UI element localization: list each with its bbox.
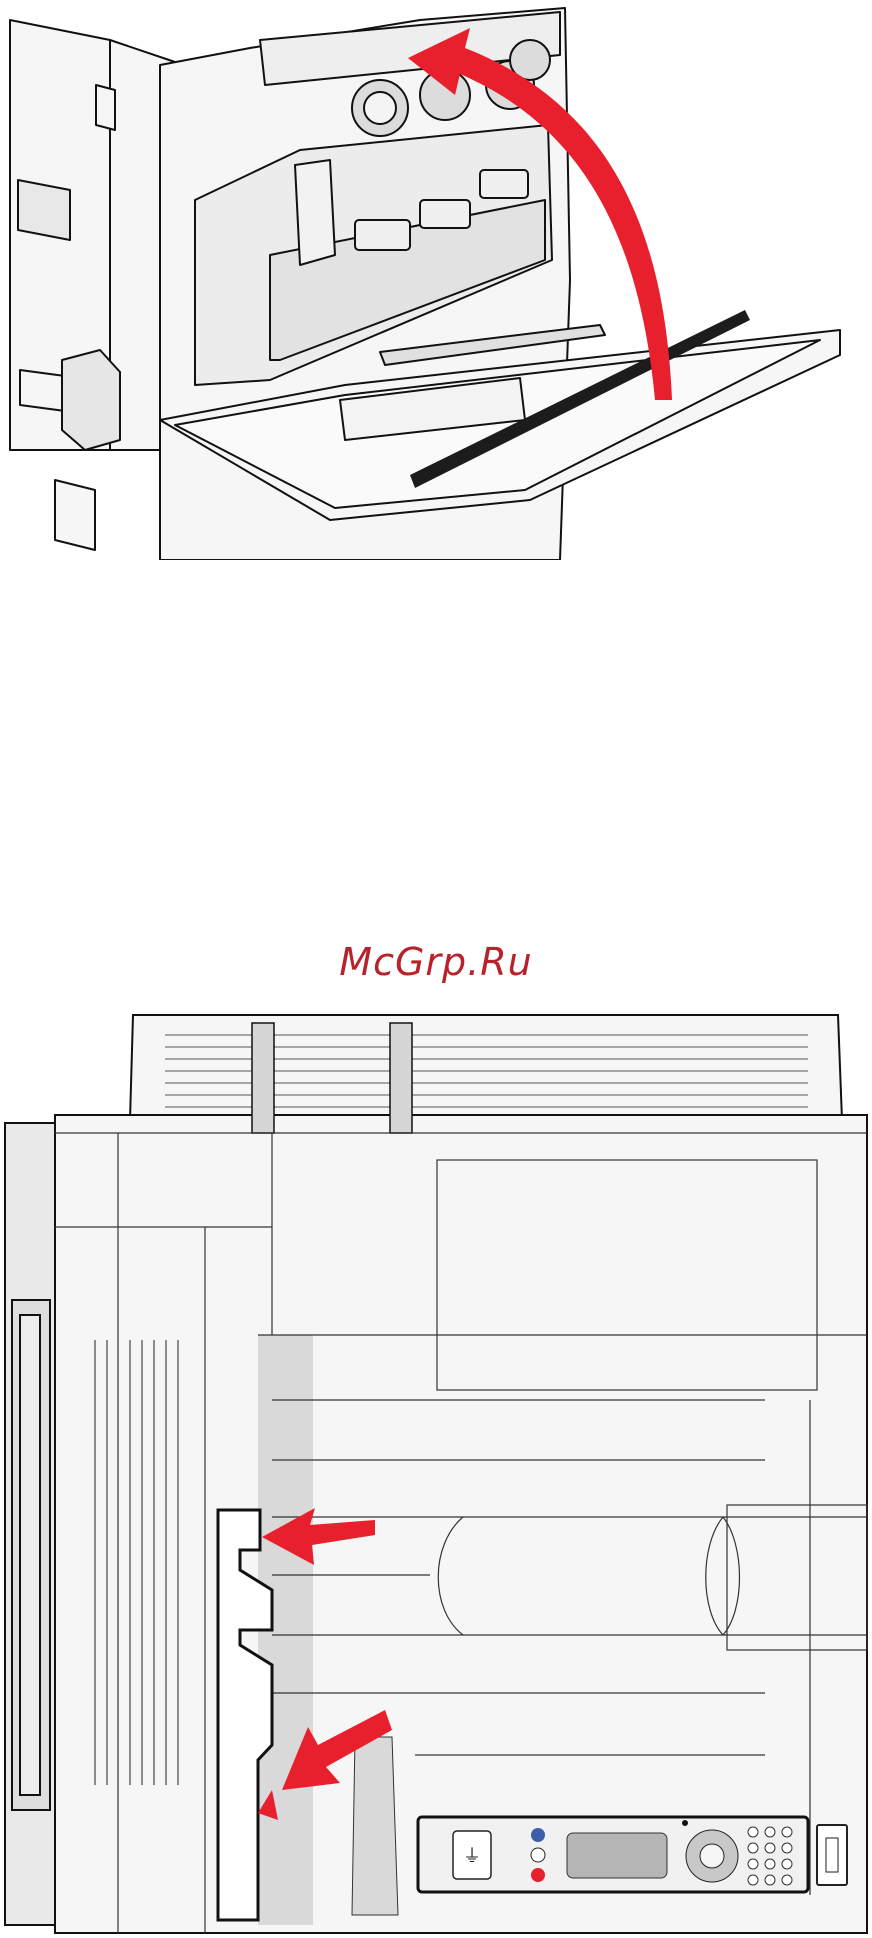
output-bin [130,1015,842,1120]
printer-front-door-illustration [0,0,872,560]
display-screen [567,1833,667,1878]
stop-button-icon [531,1868,545,1882]
printer-outline [55,1115,867,1933]
usb-icon: ⏚ [463,1846,481,1867]
back-button-icon [531,1848,545,1862]
watermark-text: McGrp.Ru [0,940,872,984]
menu-button-icon [531,1828,545,1842]
select-button-icon [700,1844,724,1868]
control-panel: ⏚ [418,1817,847,1892]
printer-top-view-illustration: ⏚ [0,1005,872,1938]
